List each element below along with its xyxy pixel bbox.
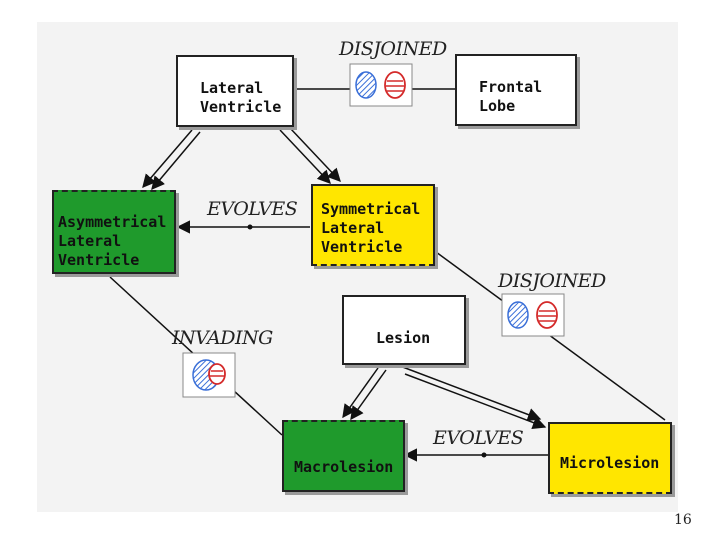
edge-lateral-sym-1 [279, 129, 331, 184]
disjoined-circles-icon [349, 63, 413, 107]
edge-lesion-macro-1 [342, 367, 379, 419]
page-number: 16 [674, 512, 692, 528]
edge-lateral-sym-2 [289, 127, 341, 182]
edge-lesion-macro-2 [350, 369, 387, 421]
edge-lesion-micro-2 [404, 373, 547, 430]
relation-label-evolves: EVOLVES [433, 427, 524, 449]
node-symmetrical-lateral-ventricle: Symmetrical Lateral Ventricle [311, 184, 435, 266]
edge-dot [247, 224, 253, 230]
node-asymmetrical-lateral-ventricle: Asymmetrical Lateral Ventricle [52, 190, 176, 274]
relation-label-evolves: EVOLVES [207, 198, 298, 220]
relation-label-disjoined: DISJOINED [498, 270, 606, 292]
edge-lateral-asym-2 [151, 131, 201, 191]
relation-label-invading: INVADING [172, 327, 273, 349]
node-lateral-ventricle: Lateral Ventricle [176, 55, 294, 127]
node-frontal-lobe: Frontal Lobe [455, 54, 577, 126]
node-microlesion: Microlesion [548, 422, 672, 494]
relation-label-disjoined: DISJOINED [339, 38, 447, 60]
node-macrolesion: Macrolesion [282, 420, 405, 492]
edge-lateral-asym-1 [142, 129, 193, 189]
disjoined-circles-icon [501, 293, 565, 337]
edge-dot [481, 452, 487, 458]
node-lesion: Lesion [342, 295, 466, 365]
invading-circles-icon [182, 352, 236, 398]
edge-lesion-micro-1 [399, 365, 542, 422]
